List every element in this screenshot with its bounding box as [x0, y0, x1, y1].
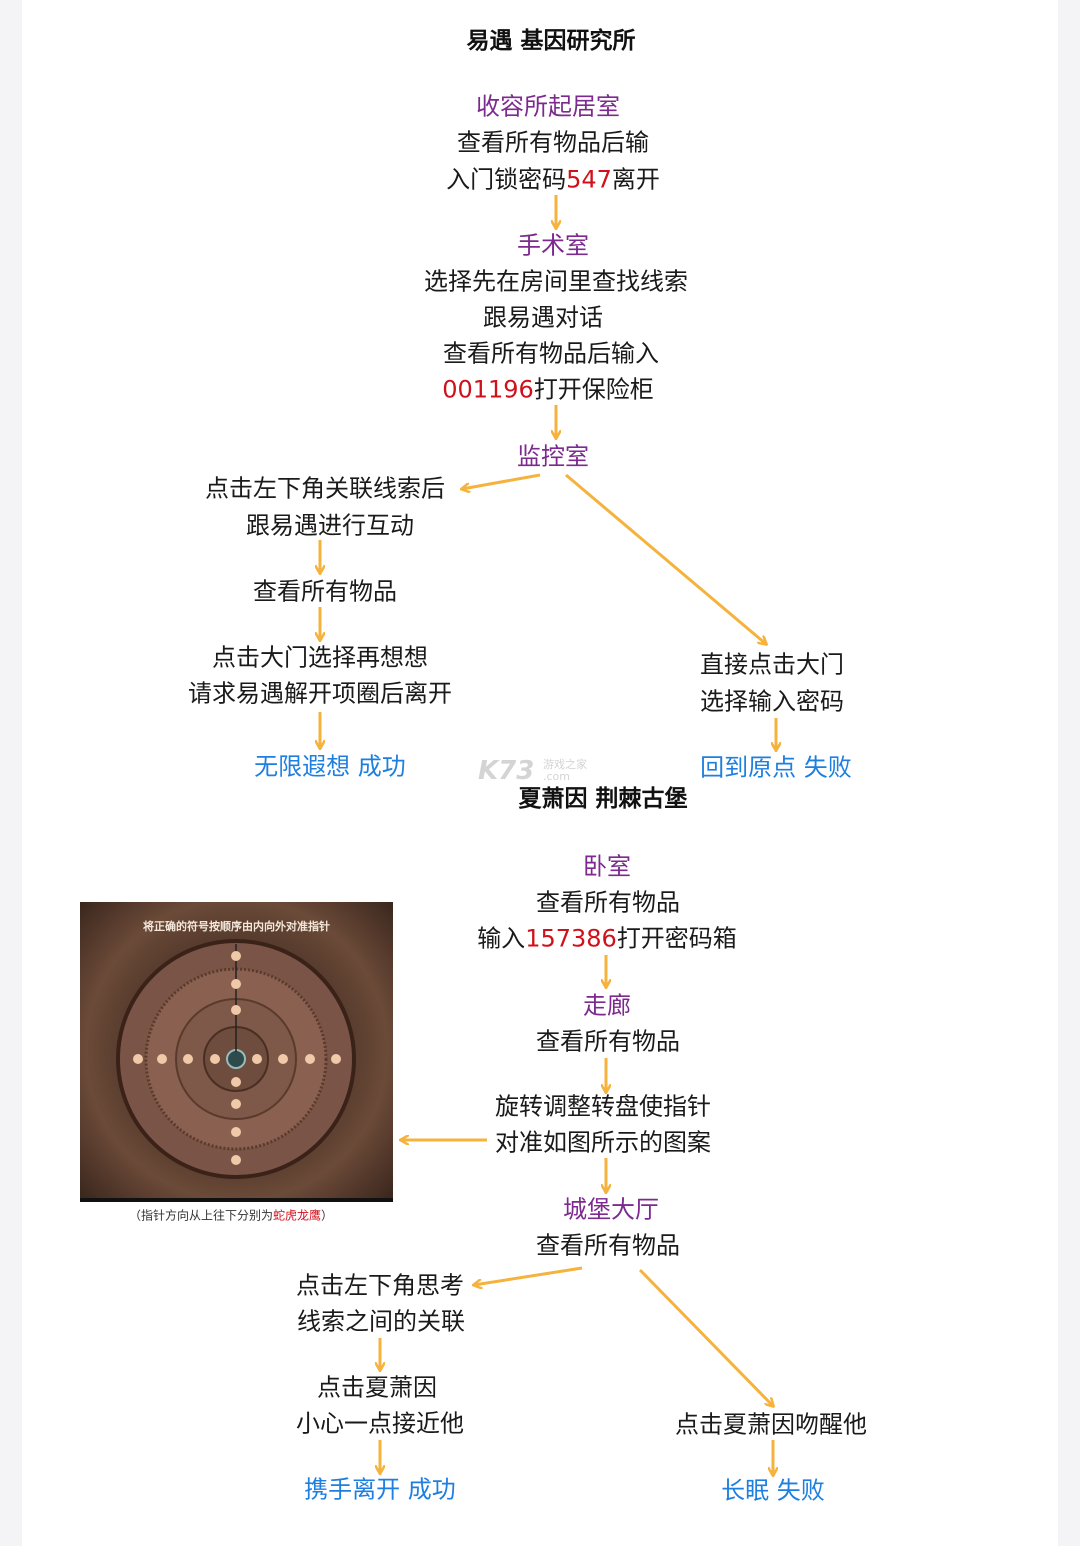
- step-text: 点击夏萧因: [317, 1373, 437, 1402]
- code: 547: [566, 165, 612, 194]
- section-title: 易遇 基因研究所: [466, 28, 636, 55]
- step-text: 点击左下角关联线索后: [205, 474, 445, 503]
- result-success: 无限遐想 成功: [254, 752, 406, 781]
- step-text: 旋转调整转盘使指针: [495, 1092, 711, 1121]
- image-caption: （指针方向从上往下分别为蛇虎龙鹰）: [128, 1208, 334, 1223]
- section-title: 夏萧因 荆棘古堡: [518, 786, 688, 813]
- arrow: [462, 473, 541, 489]
- step-text: 对准如图所示的图案: [495, 1128, 711, 1157]
- step-text: 直接点击大门: [700, 650, 844, 679]
- watermark-text: 游戏之家.com: [543, 758, 587, 783]
- room-label: 手术室: [517, 231, 589, 260]
- dial-puzzle-image: 将正确的符号按顺序由内向外对准指针: [80, 902, 393, 1202]
- step-text: 小心一点接近他: [296, 1409, 464, 1438]
- step-text: 跟易遇对话: [483, 303, 603, 332]
- step-text: 查看所有物品: [536, 1231, 680, 1260]
- room-label: 收容所起居室: [476, 92, 620, 121]
- step-text: 点击左下角思考: [296, 1271, 464, 1300]
- step-text: 查看所有物品: [253, 577, 397, 606]
- arrow: [638, 1268, 773, 1406]
- result-fail: 长眠 失败: [721, 1476, 825, 1505]
- code: 001196: [442, 375, 534, 404]
- code: 157386: [525, 924, 617, 953]
- step-text: 选择先在房间里查找线索: [424, 267, 688, 296]
- step-text: 线索之间的关联: [297, 1307, 465, 1336]
- room-label: 监控室: [517, 442, 589, 471]
- arrow: [565, 473, 766, 644]
- step-text: 入门锁密码547离开: [446, 165, 660, 194]
- step-text: 选择输入密码: [700, 687, 844, 716]
- result-success: 携手离开 成功: [304, 1475, 456, 1504]
- step-text: 查看所有物品后输入: [443, 339, 659, 368]
- room-label: 卧室: [583, 852, 631, 881]
- step-text: 点击大门选择再想想: [212, 643, 428, 672]
- watermark-logo: K73: [478, 756, 535, 786]
- dial-icon: [116, 939, 356, 1179]
- step-text: 001196打开保险柜: [442, 375, 654, 404]
- step-text: 跟易遇进行互动: [246, 511, 414, 540]
- room-label: 城堡大厅: [563, 1195, 659, 1224]
- step-text: 查看所有物品后输: [457, 128, 649, 157]
- room-label: 走廊: [583, 991, 631, 1020]
- step-text: 查看所有物品: [536, 1027, 680, 1056]
- step-text: 输入157386打开密码箱: [477, 924, 737, 953]
- step-text: 查看所有物品: [536, 888, 680, 917]
- result-fail: 回到原点 失败: [700, 753, 852, 782]
- step-text: 点击夏萧因吻醒他: [675, 1410, 867, 1439]
- step-text: 请求易遇解开项圈后离开: [188, 679, 452, 708]
- arrow: [474, 1266, 583, 1285]
